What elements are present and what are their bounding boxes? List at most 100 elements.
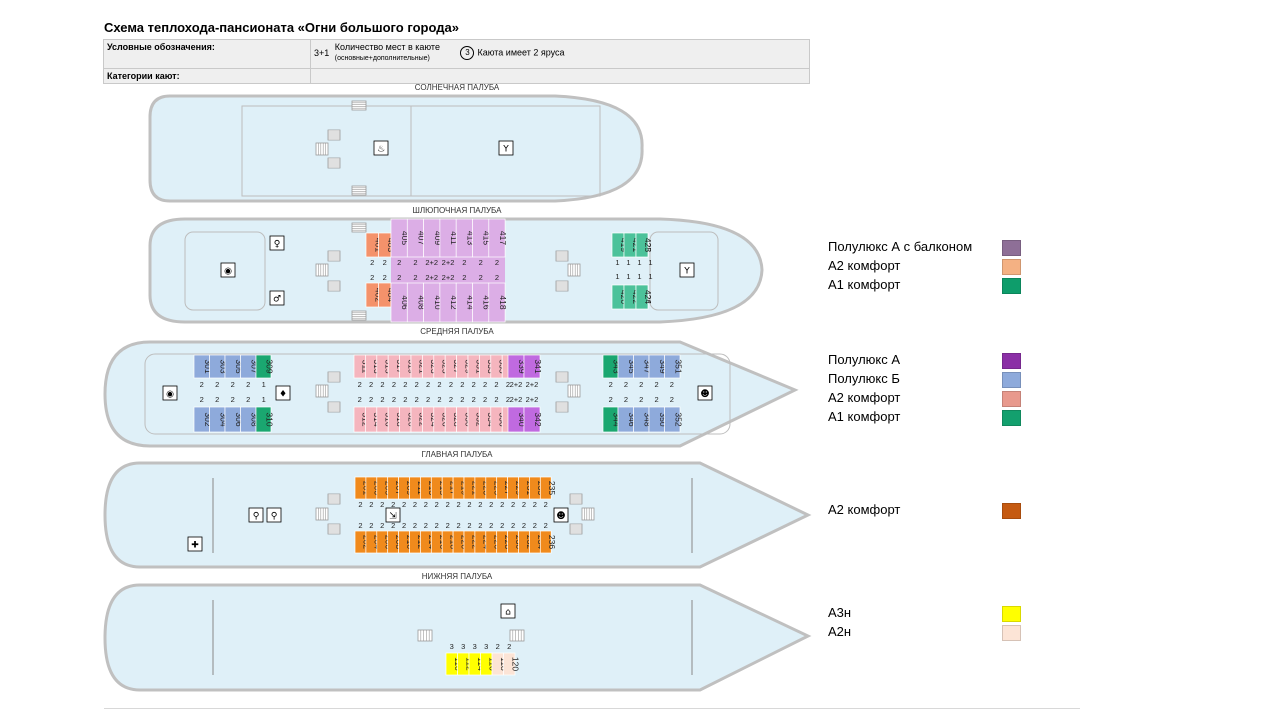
berth-count: 2 (215, 380, 219, 389)
cabin-number: 413 (465, 231, 475, 245)
cabin-number: 414 (465, 295, 475, 309)
boat-deck-room (184, 231, 266, 311)
toilet-icon-glyph: ♂ (273, 295, 281, 305)
cabin-number: 348 (642, 412, 652, 426)
deck-label-sun: СОЛНЕЧНАЯ ПАЛУБА (414, 83, 500, 92)
berth-count: 2 (479, 273, 483, 282)
berth-count: 2 (654, 380, 658, 389)
cabin-number: 344 (612, 412, 622, 426)
cabin-number: 301 (203, 359, 213, 373)
berth-count: 2 (380, 521, 384, 530)
berth-count: 2 (383, 273, 387, 282)
cabin-number: 308 (249, 412, 259, 426)
cabin-418 (488, 282, 506, 323)
stairs-icon (327, 157, 341, 169)
berth-count: 2 (369, 521, 373, 530)
berth-count: 2 (446, 521, 450, 530)
dining-icon-glyph: ◉ (224, 267, 232, 277)
berth-count: 2 (391, 521, 395, 530)
cabin-number: 235 (547, 481, 557, 495)
category-swatch (1002, 353, 1021, 369)
cabin-309 (255, 354, 272, 379)
stairs-icon (555, 250, 569, 262)
iron-icon (500, 603, 516, 619)
berth-count: 2 (511, 521, 515, 530)
reception-icon (553, 507, 569, 523)
category-swatch (1002, 606, 1021, 622)
toilet-icon (248, 507, 264, 523)
cabin-number: 418 (498, 295, 508, 309)
berth-count: 2 (437, 395, 441, 404)
category-swatch (1002, 278, 1021, 294)
main-deck-hull (103, 461, 812, 569)
berth-count: 2 (609, 395, 613, 404)
page-title: Схема теплохода-пансионата «Огни большог… (104, 20, 459, 35)
berth-count: 1 (637, 258, 641, 267)
sun-deck-outline (241, 105, 601, 197)
berth-count: 2 (403, 395, 407, 404)
stairs-icon (569, 523, 583, 535)
reception-icon (697, 385, 713, 401)
berth-count: 1 (626, 272, 630, 281)
toilet-icon-glyph: ♀ (274, 240, 281, 250)
stairs-icon (555, 280, 569, 292)
category-label: Полулюкс А (828, 352, 901, 367)
divider (104, 708, 1080, 709)
category-label: Полулюкс А с балконом (828, 239, 973, 254)
cocktail-icon (498, 140, 514, 156)
category-swatch (1002, 259, 1021, 275)
cabin-number: 415 (482, 231, 492, 245)
berth-count: 2 (446, 500, 450, 509)
sunbed-icon-glyph: ♨ (377, 145, 385, 155)
berth-count: 2 (424, 500, 428, 509)
berth-count: 2 (215, 395, 219, 404)
stairs-icon (327, 280, 341, 292)
berth-count: 2 (380, 500, 384, 509)
deck-label-lower: НИЖНЯЯ ПАЛУБА (421, 572, 493, 581)
berth-count: 2 (533, 500, 537, 509)
berth-count: 2 (670, 380, 674, 389)
cabin-number: 347 (642, 359, 652, 373)
stairs-icon (327, 493, 341, 505)
dining-icon (162, 385, 178, 401)
berth-count: 2 (449, 380, 453, 389)
berth-count: 1 (637, 272, 641, 281)
category-label: А3н (828, 605, 852, 620)
category-swatch (1002, 503, 1021, 519)
berth-count: 2 (358, 380, 362, 389)
berth-count: 2 (495, 258, 499, 267)
berth-count: 3 (484, 642, 488, 651)
cabin-number: 304 (218, 412, 228, 426)
stairs-icon (327, 523, 341, 535)
berth-count: 2 (460, 380, 464, 389)
cabin-number: 405 (400, 231, 410, 245)
cabin-351 (664, 354, 681, 379)
berth-count: 2 (200, 395, 204, 404)
legend-table: Условные обозначения: 3+1 Количество мес… (103, 39, 810, 84)
category-label: А2 комфорт (828, 258, 901, 273)
cabin-number: 307 (249, 359, 259, 373)
cabin-number: 310 (265, 412, 275, 426)
cocktail-icon-glyph: Y (502, 145, 509, 155)
berth-count: 2 (231, 395, 235, 404)
stairs-icon (351, 185, 367, 196)
toilet-icon-glyph: ⚲ (253, 512, 260, 522)
berth-count: 1 (648, 272, 652, 281)
berth-count: 2 (456, 500, 460, 509)
berth-count: 2 (413, 521, 417, 530)
berth-count: 2 (489, 521, 493, 530)
berth-count: 2 (639, 380, 643, 389)
berth-count: 2+2 (526, 395, 539, 404)
cabin-number: 346 (627, 412, 637, 426)
berth-count: 2+2 (442, 273, 455, 282)
berth-count: 2+2 (510, 395, 523, 404)
berth-count: 2 (415, 395, 419, 404)
berth-count: 2 (506, 380, 510, 389)
cabin-number: 345 (627, 359, 637, 373)
cabin-number: 412 (449, 295, 459, 309)
cabin-number: 303 (218, 359, 228, 373)
stairs-icon (581, 507, 595, 521)
stairs-icon (315, 142, 329, 156)
category-swatch (1002, 391, 1021, 407)
berth-count: 2 (478, 521, 482, 530)
